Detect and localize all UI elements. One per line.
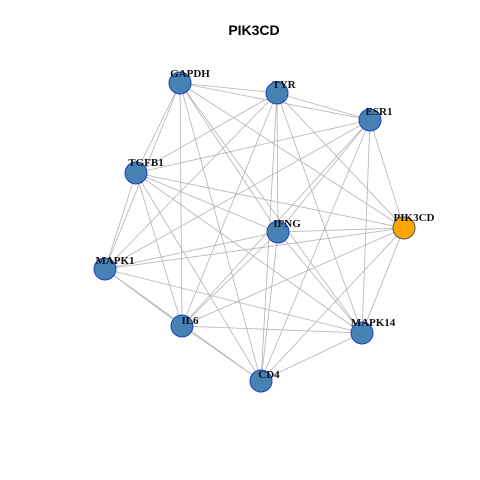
node-label-ifng: IFNG: [273, 218, 301, 230]
edge-tgfb1-ifng: [135, 172, 279, 233]
edge-pik3cd-il6: [181, 227, 405, 327]
node-mapk1: [93, 257, 117, 281]
edge-tyr-tgfb1: [135, 92, 278, 174]
edge-gapdh-ifng: [179, 82, 279, 233]
node-esr1: [358, 108, 382, 132]
node-label-esr1: ESR1: [366, 106, 393, 118]
edge-tyr-ifng: [276, 92, 279, 233]
edge-tyr-mapk14: [276, 92, 363, 334]
edge-pik3cd-cd4: [260, 227, 405, 382]
node-mapk14: [350, 321, 374, 345]
edge-layer: [104, 82, 405, 382]
edge-ifng-mapk14: [277, 231, 363, 334]
edge-gapdh-tyr: [179, 82, 278, 94]
node-tyr: [265, 81, 289, 105]
edge-tyr-pik3cd: [276, 92, 405, 229]
edge-ifng-cd4: [260, 231, 279, 382]
node-tgfb1: [124, 161, 148, 185]
node-ifng: [266, 220, 290, 244]
edge-il6-cd4: [181, 325, 262, 382]
edge-esr1-tgfb1: [135, 119, 371, 174]
edge-esr1-pik3cd: [369, 119, 405, 229]
edge-tyr-mapk1: [104, 92, 278, 270]
diagram-title: PIK3CD: [228, 22, 279, 38]
node-label-cd4: CD4: [258, 369, 280, 381]
edge-esr1-mapk1: [104, 119, 371, 270]
node-label-mapk14: MAPK14: [351, 317, 396, 329]
node-label-tyr: TYR: [272, 79, 296, 91]
edge-tgfb1-mapk1: [104, 172, 137, 270]
node-pik3cd: [392, 216, 416, 240]
edge-gapdh-tgfb1: [135, 82, 181, 174]
edge-tgfb1-mapk14: [135, 172, 363, 334]
edge-pik3cd-mapk1: [104, 227, 405, 270]
edge-esr1-cd4: [260, 119, 371, 382]
edge-esr1-mapk14: [361, 119, 371, 334]
node-label-gapdh: GAPDH: [170, 68, 210, 80]
node-label-il6: IL6: [181, 315, 199, 327]
edge-il6-mapk14: [181, 325, 363, 334]
node-label-tgfb1: TGFB1: [128, 157, 163, 169]
node-gapdh: [168, 71, 192, 95]
edge-ifng-mapk1: [104, 231, 279, 270]
node-layer: [93, 71, 416, 393]
edge-pik3cd-mapk14: [361, 227, 405, 334]
edge-tyr-il6: [181, 92, 278, 327]
edge-ifng-pik3cd: [277, 227, 405, 233]
edge-tgfb1-pik3cd: [135, 172, 405, 229]
node-cd4: [249, 369, 273, 393]
edge-tyr-esr1: [276, 92, 371, 121]
node-label-pik3cd: PIK3CD: [394, 212, 435, 224]
edge-ifng-il6: [181, 231, 279, 327]
edge-esr1-ifng: [277, 119, 371, 233]
edge-mapk1-mapk14: [104, 268, 363, 334]
edge-tgfb1-il6: [135, 172, 183, 327]
node-label-mapk1: MAPK1: [95, 255, 134, 267]
edge-mapk14-cd4: [260, 332, 363, 382]
edge-tgfb1-cd4: [135, 172, 262, 382]
node-il6: [170, 314, 194, 338]
